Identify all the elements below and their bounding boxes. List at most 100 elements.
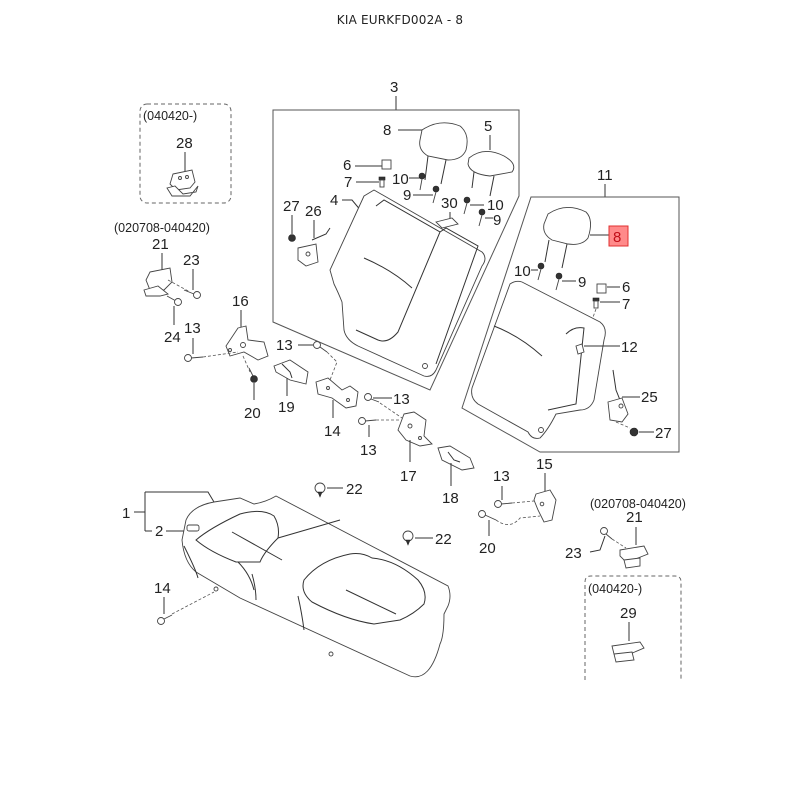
part-24-bolt[interactable] bbox=[166, 295, 182, 306]
callout-29[interactable]: 29 bbox=[620, 605, 637, 622]
part-14-bracket[interactable] bbox=[315, 377, 359, 409]
part-20-bolt[interactable] bbox=[478, 510, 497, 521]
group-range-label: (020708-040420) bbox=[114, 221, 210, 235]
part-9-guide[interactable] bbox=[432, 185, 440, 204]
callout-26[interactable]: 26 bbox=[305, 203, 322, 220]
part-18-bracket[interactable] bbox=[437, 445, 475, 471]
callout-23[interactable]: 23 bbox=[183, 252, 200, 269]
part-25-latch[interactable] bbox=[607, 369, 629, 423]
callout-20[interactable]: 20 bbox=[479, 540, 496, 557]
part-21-hinge[interactable] bbox=[143, 267, 173, 297]
callout-9[interactable]: 9 bbox=[493, 212, 501, 229]
callout-22[interactable]: 22 bbox=[346, 481, 363, 498]
callout-9[interactable]: 9 bbox=[403, 187, 411, 204]
callout-7[interactable]: 7 bbox=[344, 174, 352, 191]
part-23-bolt[interactable] bbox=[600, 527, 613, 540]
callout-27[interactable]: 27 bbox=[655, 425, 672, 442]
callout-13[interactable]: 13 bbox=[493, 468, 510, 485]
callout-5[interactable]: 5 bbox=[484, 118, 492, 135]
group-box-040420-bottom: (040420-) 29 bbox=[584, 575, 682, 680]
dashed-group-border bbox=[139, 103, 232, 204]
part-27-nut[interactable] bbox=[629, 427, 639, 437]
part-30-cover[interactable] bbox=[435, 217, 459, 229]
callout-6[interactable]: 6 bbox=[343, 157, 351, 174]
part-19-bracket[interactable] bbox=[273, 359, 309, 385]
part-8-headrest[interactable] bbox=[419, 122, 468, 185]
part-6-guide[interactable] bbox=[381, 159, 392, 170]
callout-27[interactable]: 27 bbox=[283, 198, 300, 215]
selected-part-highlight[interactable] bbox=[608, 225, 629, 247]
part-17-bracket[interactable] bbox=[397, 411, 433, 447]
callout-3[interactable]: 3 bbox=[390, 79, 398, 96]
part-7-guide[interactable] bbox=[592, 297, 600, 309]
part-12-escutcheon[interactable] bbox=[575, 343, 585, 355]
part-13-bolt[interactable] bbox=[358, 417, 377, 425]
part-20-bolt[interactable] bbox=[248, 367, 258, 383]
callout-7[interactable]: 7 bbox=[622, 296, 630, 313]
callout-10[interactable]: 10 bbox=[487, 197, 504, 214]
callout-28[interactable]: 28 bbox=[176, 135, 193, 152]
part-seatback-cushion-right[interactable] bbox=[471, 280, 606, 439]
part-9-guide[interactable] bbox=[555, 272, 563, 291]
callout-11[interactable]: 11 bbox=[597, 167, 613, 184]
part-23-bolt[interactable] bbox=[183, 289, 201, 299]
part-7-guide[interactable] bbox=[378, 176, 386, 188]
callout-25[interactable]: 25 bbox=[641, 389, 658, 406]
callout-13[interactable]: 13 bbox=[360, 442, 377, 459]
part-10-lock-guide[interactable] bbox=[463, 196, 471, 215]
callout-21[interactable]: 21 bbox=[152, 236, 169, 253]
callout-6[interactable]: 6 bbox=[622, 279, 630, 296]
callout-24[interactable]: 24 bbox=[164, 329, 181, 346]
callout-21[interactable]: 21 bbox=[626, 509, 643, 526]
callout-10[interactable]: 10 bbox=[514, 263, 531, 280]
callout-10[interactable]: 10 bbox=[392, 171, 409, 188]
part-2-badge[interactable] bbox=[186, 524, 200, 532]
part-27-nut[interactable] bbox=[288, 234, 296, 242]
callout-8[interactable]: 8 bbox=[383, 122, 391, 139]
part-14-bolt[interactable] bbox=[157, 614, 173, 625]
callout-9[interactable]: 9 bbox=[578, 274, 586, 291]
callout-23[interactable]: 23 bbox=[565, 545, 582, 562]
part-10-lock-guide[interactable] bbox=[537, 262, 545, 281]
callout-14[interactable]: 14 bbox=[324, 423, 341, 440]
part-13-bolt[interactable] bbox=[494, 500, 513, 508]
callout-17[interactable]: 17 bbox=[400, 468, 417, 485]
callout-2[interactable]: 2 bbox=[155, 523, 163, 540]
part-16-bracket[interactable] bbox=[225, 325, 269, 361]
part-22-clip[interactable] bbox=[314, 482, 326, 498]
part-22-clip[interactable] bbox=[402, 530, 414, 546]
callout-4[interactable]: 4 bbox=[330, 192, 338, 209]
part-29-hinge[interactable] bbox=[611, 641, 645, 663]
group-seatback-11: 11 8 10 9 6 7 bbox=[461, 167, 680, 453]
part-13-bolt[interactable] bbox=[313, 341, 328, 353]
callout-13[interactable]: 13 bbox=[184, 320, 201, 337]
part-2-seat-cushion[interactable] bbox=[181, 495, 451, 678]
callout-14[interactable]: 14 bbox=[154, 580, 171, 597]
callout-15[interactable]: 15 bbox=[536, 456, 553, 473]
part-28-hinge-bracket[interactable] bbox=[166, 169, 199, 197]
part-13-bolt[interactable] bbox=[364, 393, 380, 403]
part-15-bracket[interactable] bbox=[533, 489, 557, 523]
part-21-hinge[interactable] bbox=[619, 545, 649, 569]
part-26-latch[interactable] bbox=[297, 227, 331, 267]
callout-16[interactable]: 16 bbox=[232, 293, 249, 310]
callout-30[interactable]: 30 bbox=[441, 195, 458, 212]
part-13-bolt[interactable] bbox=[184, 354, 204, 362]
part-10-lock-guide[interactable] bbox=[418, 172, 426, 191]
part-6-guide[interactable] bbox=[596, 283, 607, 294]
callout-19[interactable]: 19 bbox=[278, 399, 295, 416]
callout-18[interactable]: 18 bbox=[442, 490, 459, 507]
callout-8-selected[interactable]: 8 bbox=[613, 229, 621, 246]
callout-22[interactable]: 22 bbox=[435, 531, 452, 548]
part-8-headrest-selected[interactable] bbox=[543, 207, 591, 269]
part-4-seatback-cushion[interactable] bbox=[329, 189, 486, 377]
callout-13[interactable]: 13 bbox=[276, 337, 293, 354]
callout-1[interactable]: 1 bbox=[122, 505, 130, 522]
callout-12[interactable]: 12 bbox=[621, 339, 638, 356]
callout-20[interactable]: 20 bbox=[244, 405, 261, 422]
group-range-label: (040420-) bbox=[588, 582, 642, 596]
part-9-guide[interactable] bbox=[478, 208, 486, 227]
callout-13[interactable]: 13 bbox=[393, 391, 410, 408]
part-5-headrest[interactable] bbox=[467, 151, 515, 197]
